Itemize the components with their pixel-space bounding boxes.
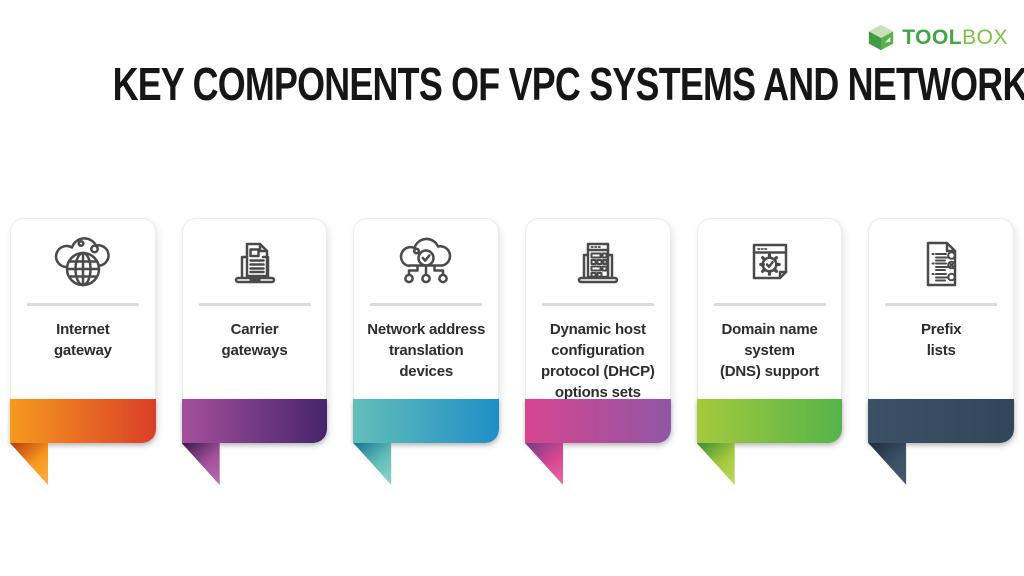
card-ribbon-bar	[181, 399, 328, 443]
toolbox-logo-text: TOOLBOX	[902, 27, 1008, 48]
cards-row: Internet gateway	[10, 218, 1015, 485]
card-ribbon-bar	[868, 399, 1015, 443]
internet-gateway-icon	[11, 232, 155, 296]
card-divider	[541, 303, 654, 306]
card-network-address-translation: Network address translation devices	[353, 218, 500, 485]
card-ribbon-bar	[353, 399, 500, 443]
card-divider	[26, 303, 139, 306]
card-prefix-lists: Prefix lists	[868, 218, 1015, 485]
card-ribbon-bar	[696, 399, 843, 443]
card-dhcp-options-sets: Dynamic host configuration protocol (DHC…	[525, 218, 671, 485]
toolbox-logo: TOOLBOX	[866, 22, 1008, 52]
card-divider	[713, 303, 826, 306]
card-label: Domain name system (DNS) support	[719, 321, 820, 380]
carrier-gateways-icon	[183, 232, 327, 296]
card-ribbon-bar	[10, 399, 156, 443]
logo-text-bold: TOOL	[902, 25, 963, 49]
card-divider	[370, 303, 483, 306]
card-label: Network address translation devices	[367, 321, 486, 380]
toolbox-cube-icon	[869, 24, 894, 51]
logo-text-light: BOX	[962, 25, 1008, 49]
card-label: Carrier gateways	[221, 321, 288, 359]
prefix-lists-icon	[869, 232, 1013, 296]
page-title: KEY COMPONENTS OF VPC SYSTEMS AND NETWOR…	[112, 58, 1024, 110]
network-address-translation-icon	[354, 232, 498, 296]
card-ribbon-tail	[525, 443, 564, 485]
card-ribbon-tail	[868, 443, 907, 485]
card-ribbon-tail	[353, 443, 392, 485]
card-ribbon-bar	[525, 399, 671, 443]
card-divider	[198, 303, 311, 306]
card-ribbon-tail	[181, 443, 220, 485]
card-divider	[885, 303, 998, 306]
card-ribbon-tail	[10, 443, 48, 485]
dhcp-options-icon	[526, 232, 670, 296]
dns-support-icon	[698, 232, 842, 296]
card-label: Prefix lists	[920, 321, 962, 359]
card-internet-gateway: Internet gateway	[10, 218, 156, 485]
card-ribbon-tail	[696, 443, 735, 485]
card-label: Internet gateway	[53, 321, 112, 359]
card-label: Dynamic host configuration protocol (DHC…	[541, 321, 655, 401]
card-carrier-gateways: Carrier gateways	[181, 218, 328, 485]
card-dns-support: Domain name system (DNS) support	[696, 218, 843, 485]
